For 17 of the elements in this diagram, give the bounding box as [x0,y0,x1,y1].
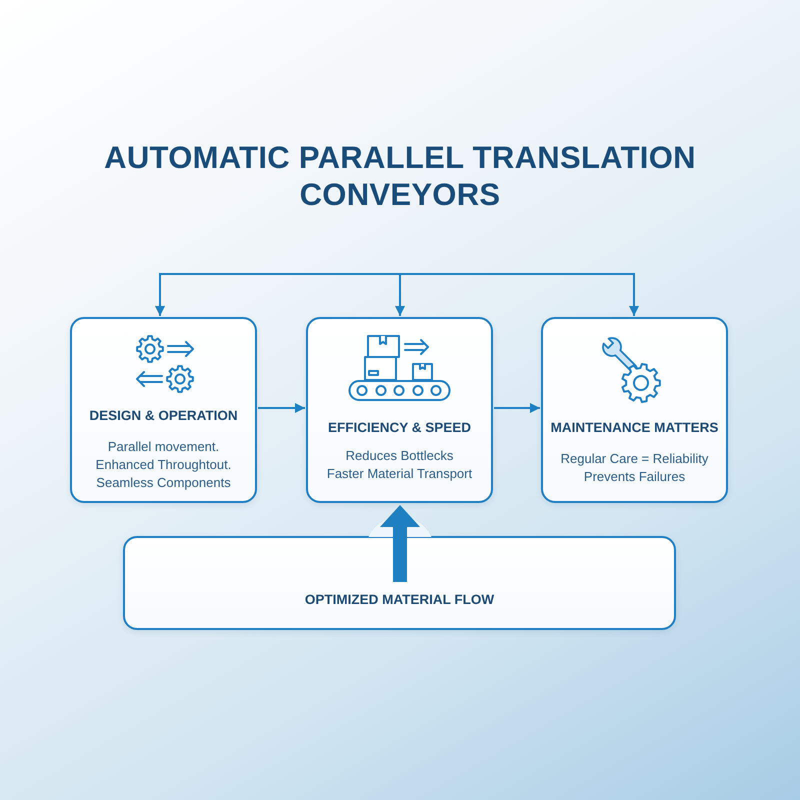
process-card [70,317,257,503]
connector-arrow [258,403,305,413]
process-card [306,317,493,503]
card-heading: OPTIMIZED MATERIAL FLOW [304,591,494,609]
card-heading: DESIGN & OPERATION [89,407,238,425]
card-description: Reduces Bottlecks Faster Material Transport [326,447,474,483]
process-card [541,317,728,503]
connector-arrow [155,273,400,316]
card-description: Parallel movement. Enhanced Throughtout. Seamless Components [94,438,232,492]
diagram-title: AUTOMATIC PARALLEL TRANSLATION CONVEYORS [103,139,697,213]
connector-arrow [400,273,639,316]
card-description: Regular Care = Reliability Prevents Failures [560,450,710,486]
connector-arrow [494,403,540,413]
card-heading: EFFICIENCY & SPEED [328,419,472,437]
result-panel [123,536,676,630]
connector-arrow [395,273,405,316]
card-heading: MAINTENANCE MATTERS [550,419,718,437]
